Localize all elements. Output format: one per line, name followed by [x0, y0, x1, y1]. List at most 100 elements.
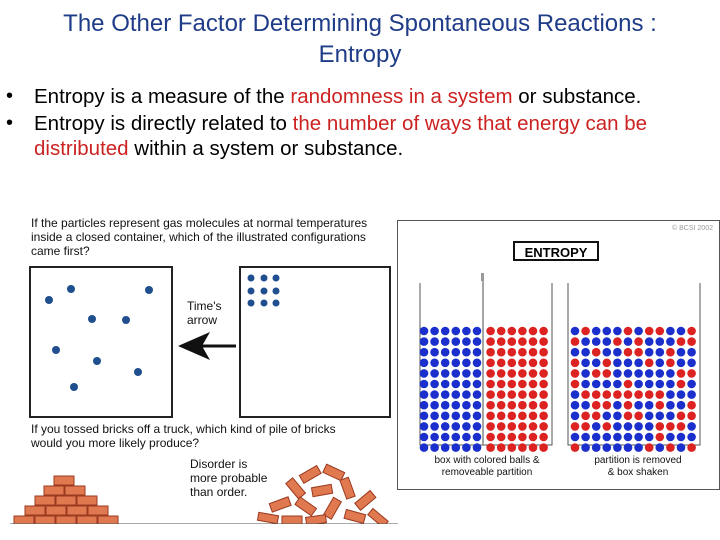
ball [486, 400, 495, 410]
ball [676, 390, 686, 399]
caption-before-line-1: box with colored balls & [434, 455, 540, 466]
ball [676, 337, 686, 346]
question-1-line-3: came first? [31, 244, 90, 258]
ball [440, 358, 450, 368]
ball [451, 337, 461, 346]
ball [462, 390, 471, 399]
ball [613, 400, 622, 410]
ball [570, 400, 580, 410]
ball [634, 422, 643, 431]
ball [623, 358, 633, 368]
ball [528, 347, 538, 357]
ball [539, 326, 548, 336]
ball [472, 390, 482, 399]
balls-after [570, 326, 696, 452]
ball [676, 379, 686, 389]
ball [539, 369, 548, 378]
disorder-note-line-3: than order. [190, 485, 248, 499]
ball [451, 358, 461, 368]
ball [591, 358, 601, 368]
ball [462, 369, 471, 378]
ball [472, 326, 482, 336]
ball [430, 379, 439, 389]
ball [539, 390, 548, 399]
ball [451, 390, 461, 399]
ball [440, 400, 450, 410]
ball [613, 411, 622, 421]
ball [644, 337, 654, 346]
ball [644, 358, 654, 368]
ball [687, 347, 696, 357]
ball [676, 326, 686, 336]
ball [472, 337, 482, 346]
ball [518, 369, 527, 378]
ball [507, 347, 517, 357]
entropy-boxes-drawing [419, 273, 701, 452]
title-line-1: The Other Factor Determining Spontaneous… [63, 10, 657, 37]
ball [507, 358, 517, 368]
ball [644, 422, 654, 431]
ball [419, 400, 429, 410]
ball [451, 369, 461, 378]
ball [623, 379, 633, 389]
bullet-1-highlight: randomness in a system [290, 85, 513, 108]
question-2: If you tossed bricks off a truck, which … [31, 422, 336, 450]
ball [623, 432, 633, 442]
ball [655, 369, 665, 378]
bullet-1-pre: Entropy is a measure of the [34, 85, 291, 108]
ball [613, 432, 622, 442]
ball [644, 443, 654, 452]
ball [507, 432, 517, 442]
ball [623, 390, 633, 399]
ball [602, 347, 612, 357]
ball [539, 411, 548, 421]
question-2-line-1: If you tossed bricks off a truck, which … [31, 422, 336, 436]
ball [451, 400, 461, 410]
gas-molecule [88, 315, 96, 323]
ball [430, 443, 439, 452]
ball [687, 390, 696, 399]
ball [507, 443, 517, 452]
ball [602, 400, 612, 410]
ball [613, 358, 622, 368]
ball [623, 369, 633, 378]
ball [613, 337, 622, 346]
ball [581, 379, 590, 389]
ball [472, 422, 482, 431]
ball [518, 400, 527, 410]
ball [623, 422, 633, 431]
ball [666, 337, 675, 346]
ball [676, 400, 686, 410]
ball [496, 411, 506, 421]
ball [486, 326, 495, 336]
ball [440, 411, 450, 421]
ball [440, 390, 450, 399]
ball [602, 390, 612, 399]
ball [419, 326, 429, 336]
ball [602, 337, 612, 346]
gas-molecule [45, 296, 53, 304]
ball [451, 411, 461, 421]
caption-after-line-2: & box shaken [607, 467, 669, 478]
ball [570, 432, 580, 442]
ball [687, 443, 696, 452]
ball [507, 422, 517, 431]
ball [676, 422, 686, 431]
ball [613, 379, 622, 389]
ball [518, 422, 527, 431]
ball [539, 358, 548, 368]
ball [613, 347, 622, 357]
bullet-item-2: •Entropy is directly related to the numb… [0, 111, 700, 161]
ball [666, 390, 675, 399]
ball [570, 422, 580, 431]
gas-molecule [52, 346, 60, 354]
question-1: If the particles represent gas molecules… [31, 216, 367, 258]
ball [486, 422, 495, 431]
ball [419, 422, 429, 431]
ball [528, 443, 538, 452]
ball [440, 379, 450, 389]
partition-handle-icon [481, 273, 484, 281]
ball [676, 358, 686, 368]
ball [496, 326, 506, 336]
ball [634, 432, 643, 442]
